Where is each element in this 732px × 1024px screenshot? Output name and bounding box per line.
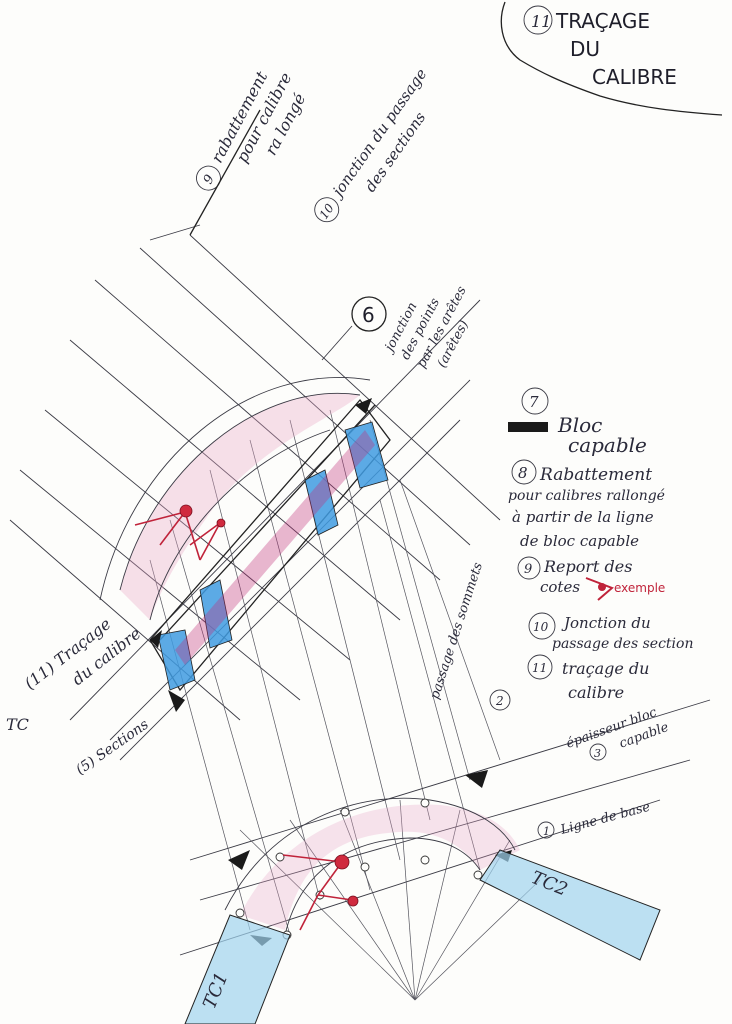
legend: 7 Bloc capable 8 Rabattement pour calibr… — [508, 387, 693, 702]
legend-9-circle — [517, 556, 541, 580]
note-6-num: 6 — [362, 303, 375, 327]
circle-2-num: 2 — [495, 694, 504, 708]
example-arrow — [585, 577, 614, 601]
title-number: 11 — [531, 12, 551, 31]
note-10-num: 10 — [317, 201, 337, 222]
epaisseur-label: épaisseur bloc capable — [564, 705, 671, 752]
report-cotes-upper — [134, 504, 226, 561]
epaisseur-circle — [589, 743, 607, 761]
circle-2 — [489, 689, 511, 711]
note-10-jonction: 10 jonction du passage des sections — [314, 65, 431, 223]
note-10-circle — [314, 197, 340, 223]
report-cotes-lower — [282, 854, 359, 931]
legend-8-text-c: à partir de la ligne — [512, 508, 654, 526]
title-box: 11 TRAÇAGE DU CALIBRE — [500, 1, 723, 116]
note-6-jonction: 6 jonction des points par les arêtes (ar… — [321, 284, 472, 371]
legend-10-text-a: Jonction du — [561, 614, 651, 632]
legend-8-num: 8 — [518, 464, 528, 482]
legend-7-circle — [521, 387, 549, 415]
legend-8-circle — [511, 459, 537, 485]
legend-10-text-b: passage des section — [552, 636, 693, 652]
calibre-tc1: TC1 — [184, 914, 291, 1024]
legend-8-text-d: de bloc capable — [520, 532, 639, 550]
legend-11-circle — [527, 654, 553, 680]
legend-10-num: 10 — [533, 620, 549, 634]
legend-8-text-a: Rabattement — [539, 465, 652, 485]
legend-9-text-b: cotes — [540, 578, 580, 596]
sections-text: (5) Sections — [73, 717, 152, 779]
ligne-circle — [537, 821, 555, 839]
legend-8-text-b: pour calibres rallongé — [508, 488, 665, 504]
upper-arch — [99, 377, 371, 621]
legend-7-text-a: Bloc — [557, 413, 602, 437]
title-line3: CALIBRE — [592, 65, 677, 89]
note-11-left: (11) Traçage du calibre — [21, 614, 145, 693]
projection-lines — [9, 109, 711, 1001]
legend-7-num: 7 — [529, 393, 539, 411]
title-line2: DU — [570, 37, 600, 61]
bloc-capable-swatch — [508, 422, 548, 432]
calibre-tc2: TC2 — [479, 849, 661, 961]
left-mark: TC — [6, 715, 29, 734]
note-9-rabattement: 9 rabattement pour calibre ra longé — [196, 68, 309, 191]
legend-9-text-a: Report des — [543, 557, 632, 576]
ligne-label: Ligne de base — [558, 800, 652, 839]
epaisseur-num: 3 — [594, 747, 601, 760]
note-6-circle — [351, 296, 387, 332]
legend-9-num: 9 — [524, 562, 532, 577]
title-number-circle — [523, 5, 553, 35]
sections-label: (5) Sections — [73, 717, 152, 779]
legend-11-num: 11 — [532, 661, 547, 675]
legend-9-example: exemple — [614, 581, 665, 595]
legend-10-circle — [528, 612, 556, 640]
legend-7-text-b: capable — [568, 433, 647, 457]
note-9-num: 9 — [201, 172, 218, 186]
legend-11-text-a: traçage du — [562, 659, 649, 678]
title-line1: TRAÇAGE — [555, 9, 650, 33]
example-dot — [598, 583, 606, 591]
bloc-capable — [149, 398, 391, 712]
ligne-num: 1 — [543, 825, 550, 838]
ligne-text: Ligne de base — [558, 800, 652, 839]
legend-11-text-b: calibre — [568, 683, 624, 702]
